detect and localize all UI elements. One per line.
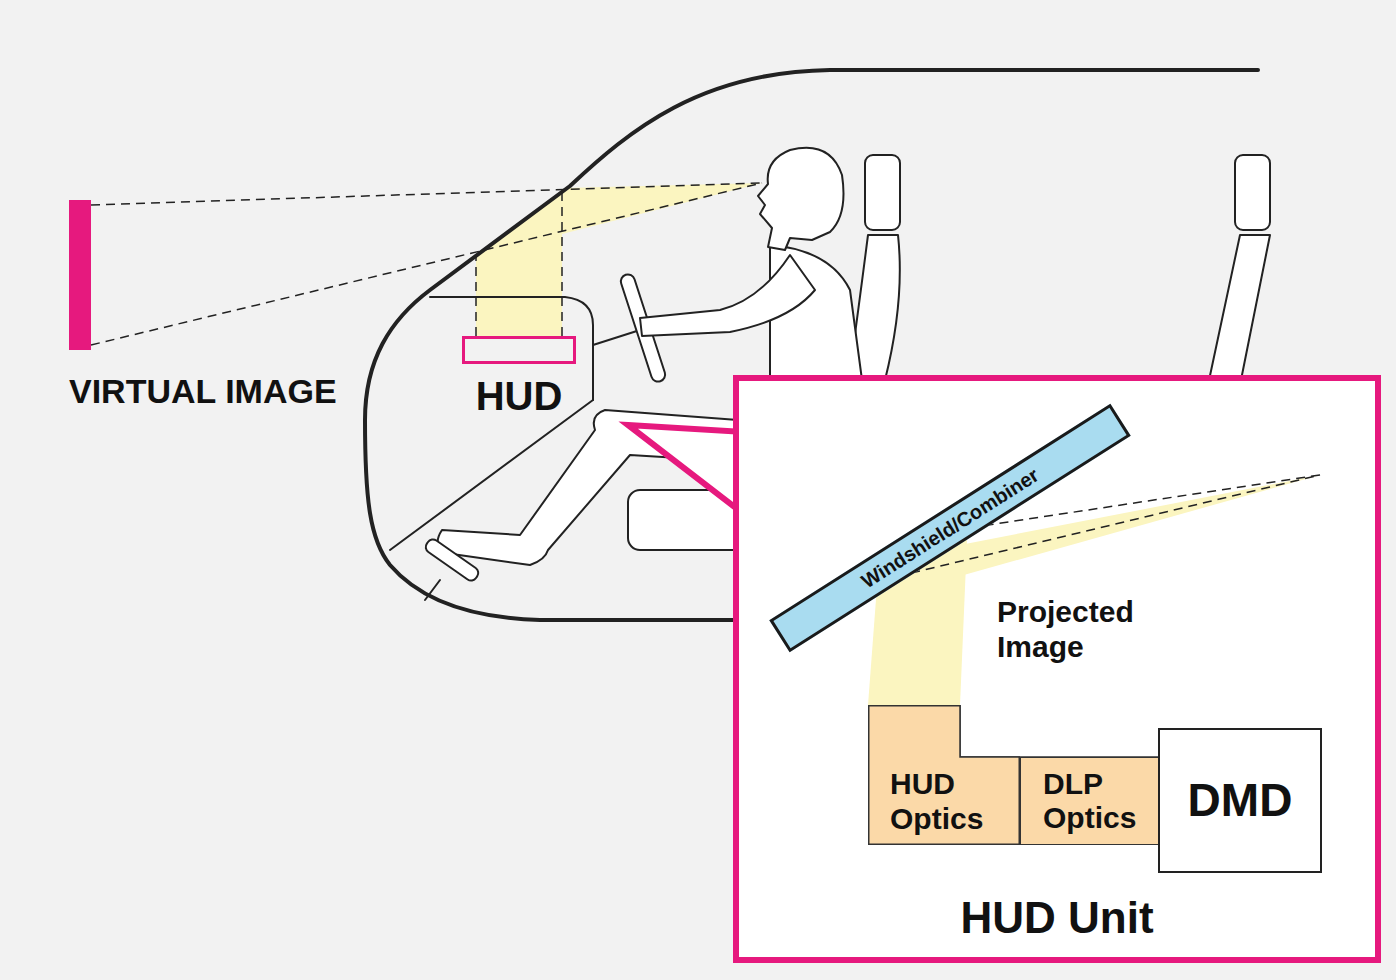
sight-line: [561, 190, 563, 336]
hud-optics-outline: [869, 706, 1020, 845]
driver-leg: [438, 410, 745, 565]
steering-column: [593, 330, 640, 345]
sight-line: [91, 183, 762, 205]
callout-label: Projected Image: [997, 595, 1147, 664]
pedal: [423, 537, 480, 583]
hud-optics-box: HUD Optics: [868, 705, 1020, 845]
inset-panel: Windshield/CombinerHUD OpticsDLP OpticsD…: [733, 375, 1381, 963]
sight-line: [475, 256, 477, 336]
node-label: HUD: [476, 373, 563, 419]
pedal: [423, 537, 480, 583]
node-label: DMD: [1188, 774, 1293, 827]
seat-back: [1208, 235, 1270, 385]
headrest: [1235, 155, 1270, 230]
driver-head: [758, 148, 844, 250]
driver-arm: [640, 255, 815, 336]
dlp-optics-box: DLP Optics: [1020, 757, 1160, 845]
pedal-arm: [425, 580, 440, 600]
virtual-image: VIRTUAL IMAGE: [69, 200, 91, 350]
node-label: DLP Optics: [1043, 767, 1148, 836]
headrest: [865, 155, 900, 230]
dmd-box: DMD: [1158, 728, 1322, 873]
callout-pointer: [628, 425, 745, 515]
optics-edge: [960, 705, 1160, 757]
node-label: HUD Unit: [739, 893, 1375, 944]
node-label: VIRTUAL IMAGE: [69, 372, 337, 411]
hud-box: HUD: [462, 336, 576, 364]
node-label: HUD Optics: [890, 767, 1000, 836]
sight-line: [91, 183, 762, 345]
